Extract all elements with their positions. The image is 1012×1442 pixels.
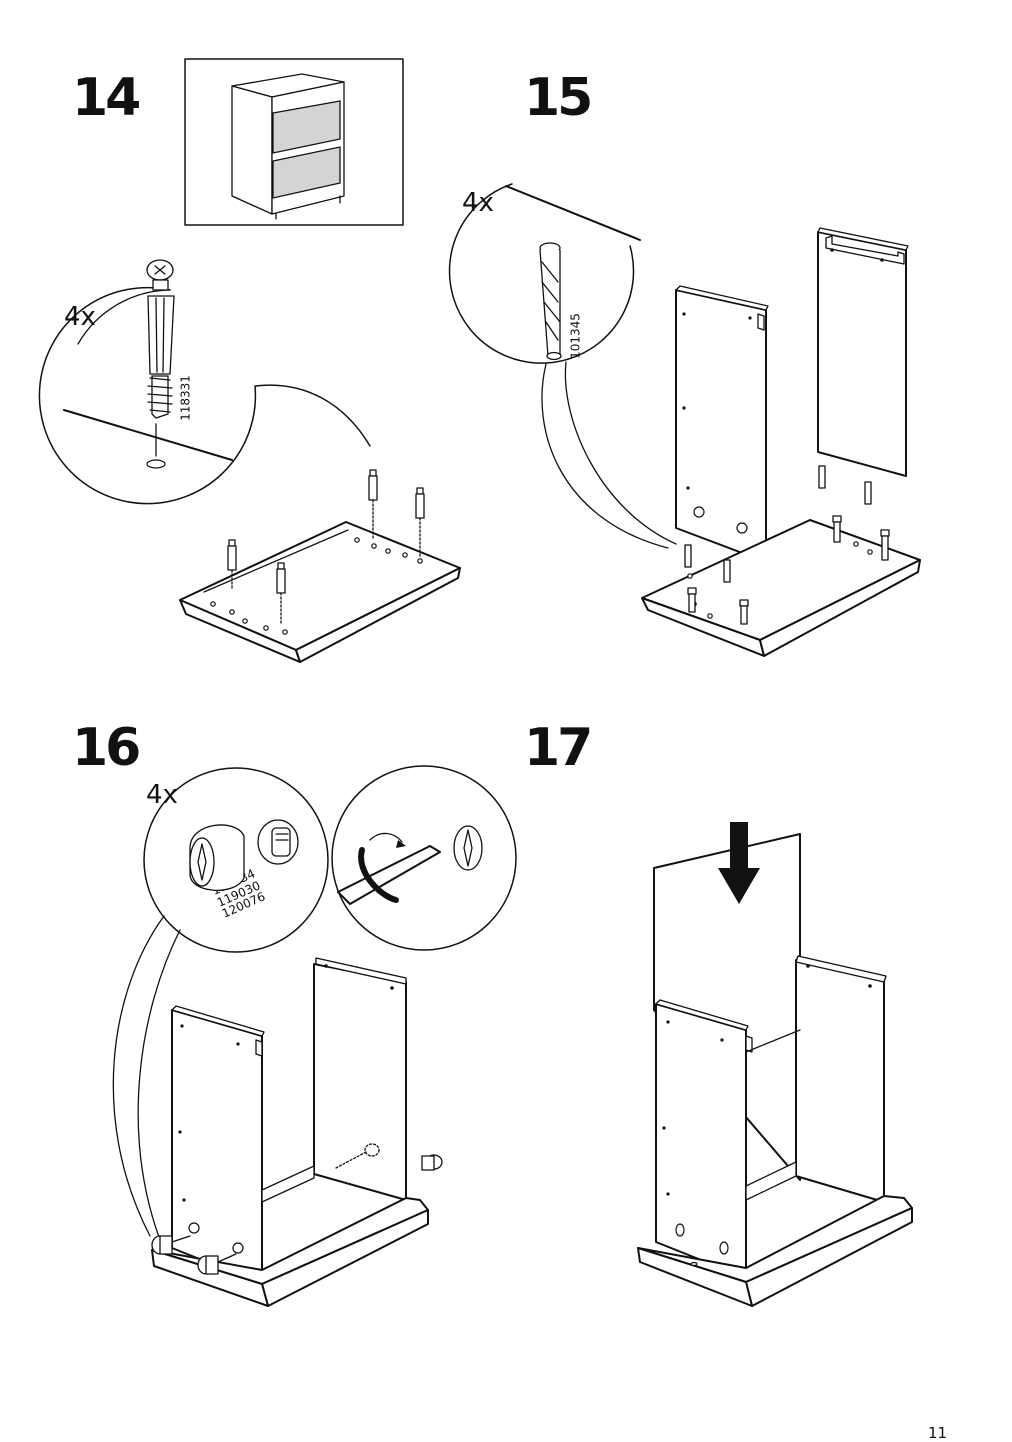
wooden-dowel-icon xyxy=(539,242,562,361)
step-16-base-panel xyxy=(151,1165,429,1307)
step-16-number: 16 xyxy=(72,718,141,778)
step-15-side-panel xyxy=(675,285,769,563)
cam-lock-nuts xyxy=(151,1154,443,1275)
screwdriver-icon xyxy=(337,825,483,905)
step-17-back-panel xyxy=(795,955,887,1203)
step-15-back-panel xyxy=(817,227,909,505)
step-14-screws xyxy=(227,469,425,624)
step-15-dowels xyxy=(684,515,890,625)
step-14-number: 14 xyxy=(72,68,141,128)
step-16-detail-circles xyxy=(112,765,517,1241)
cam-lock-nut-icon xyxy=(189,819,299,891)
step-15-number: 15 xyxy=(524,68,593,128)
step-16-back-panel xyxy=(313,957,407,1201)
step-16-side-panel xyxy=(171,1005,265,1285)
step-17-base-panel xyxy=(637,1161,913,1307)
step-15-quantity: 4x xyxy=(462,188,494,218)
cam-lock-screw-icon xyxy=(146,259,175,419)
step-14-base-panel xyxy=(179,521,461,663)
step-16-quantity: 4x xyxy=(146,780,178,810)
step-14-cabinet-thumbnail xyxy=(184,58,404,226)
step-15-detail-circle xyxy=(448,183,677,549)
step-17-number: 17 xyxy=(524,718,593,778)
step-14-detail-circle xyxy=(38,286,371,505)
step-17-back-board xyxy=(653,822,801,1181)
step-15-base-panel xyxy=(641,519,921,657)
